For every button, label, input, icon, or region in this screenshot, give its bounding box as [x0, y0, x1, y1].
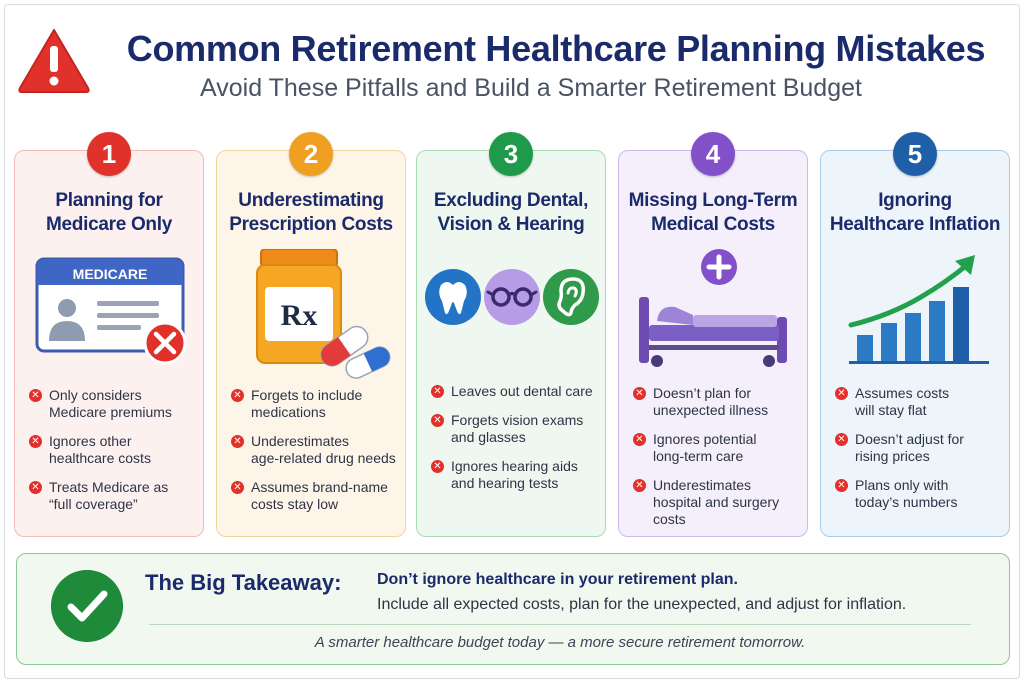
x-mark-icon: ✕ [431, 460, 444, 473]
card-title: Ignoring Healthcare Inflation [825, 189, 1005, 237]
dental-vision-hearing-icon [425, 269, 599, 325]
card-title-line2: Medical Costs [651, 214, 775, 235]
x-mark-icon: ✕ [431, 385, 444, 398]
mistake-card-3: Excluding Dental, Vision & Hearing ✕Leav… [416, 150, 606, 537]
mistake-number-3: 3 [489, 132, 533, 176]
card-title-line1: Planning for [55, 190, 163, 211]
checkmark-icon [51, 570, 123, 642]
x-mark-icon: ✕ [633, 387, 646, 400]
mistake-card-1: Planning for Medicare Only MEDICARE ✕Onl… [14, 150, 204, 537]
takeaway-label: The Big Takeaway: [145, 570, 342, 595]
x-mark-icon: ✕ [431, 414, 444, 427]
takeaway-panel: The Big Takeaway: Don’t ignore healthcar… [16, 553, 1010, 665]
x-mark-icon: ✕ [231, 389, 244, 402]
x-mark-icon: ✕ [29, 435, 42, 448]
card-title-line1: Ignoring [878, 190, 952, 211]
x-mark-icon: ✕ [633, 433, 646, 446]
ear-icon [543, 269, 599, 325]
eyeglasses-icon [484, 269, 540, 325]
card-title-line1: Underestimating [238, 190, 384, 211]
list-item: ✕Leaves out dental care [429, 383, 601, 400]
card-title-line2: Prescription Costs [229, 214, 393, 235]
medicare-card-label: MEDICARE [73, 266, 148, 282]
bullet-list: ✕Leaves out dental care ✕Forgets vision … [429, 383, 601, 504]
card-title-line1: Excluding Dental, [433, 190, 589, 211]
card-title: Excluding Dental, Vision & Hearing [421, 189, 601, 237]
takeaway-footer: A smarter healthcare budget today — a mo… [314, 634, 806, 651]
takeaway-main: Don’t ignore healthcare in your retireme… [377, 571, 738, 588]
card-title-line2: Medicare Only [46, 214, 172, 235]
card-title: Underestimating Prescription Costs [221, 189, 401, 237]
x-mark-icon: ✕ [29, 389, 42, 402]
card-title-line2: Healthcare Inflation [829, 214, 1001, 235]
mistake-card-4: Missing Long-Term Medical Costs ✕Doesn’t… [618, 150, 808, 537]
tooth-icon [425, 269, 481, 325]
hospital-bed-icon [639, 249, 787, 367]
x-mark-icon: ✕ [29, 481, 42, 494]
card-title-line2: Vision & Hearing [437, 214, 585, 235]
x-mark-icon: ✕ [231, 435, 244, 448]
page-subtitle: Avoid These Pitfalls and Build a Smarter… [200, 74, 862, 102]
x-mark-icon: ✕ [633, 479, 646, 492]
card-title-line1: Missing Long-Term [628, 190, 798, 211]
takeaway-sub: Include all expected costs, plan for the… [377, 596, 907, 613]
mistake-number-5: 5 [893, 132, 937, 176]
divider [149, 624, 971, 625]
rising-bar-chart-icon [848, 255, 989, 364]
x-mark-icon: ✕ [835, 387, 848, 400]
card-title: Planning for Medicare Only [19, 189, 199, 237]
warning-triangle-icon [18, 29, 90, 93]
x-mark-icon: ✕ [835, 479, 848, 492]
mistake-number-1: 1 [87, 132, 131, 176]
x-mark-icon: ✕ [231, 481, 244, 494]
medicare-card-icon: MEDICARE [35, 257, 187, 365]
page-frame [4, 4, 1020, 679]
x-mark-icon: ✕ [835, 433, 848, 446]
list-item: ✕Treats Medicare as“full coverage” [27, 479, 199, 513]
mistake-number-2: 2 [289, 132, 333, 176]
page-title: Common Retirement Healthcare Planning Mi… [126, 28, 986, 69]
mistake-card-2: Underestimating Prescription Costs Rx ✕F… [216, 150, 406, 537]
mistake-card-5: Ignoring Healthcare Inflation ✕Assumes c… [820, 150, 1010, 537]
rx-label: Rx [281, 299, 318, 332]
mistake-number-4: 4 [691, 132, 735, 176]
pill-bottle-icon: Rx [256, 249, 391, 379]
card-title: Missing Long-Term Medical Costs [623, 189, 803, 237]
